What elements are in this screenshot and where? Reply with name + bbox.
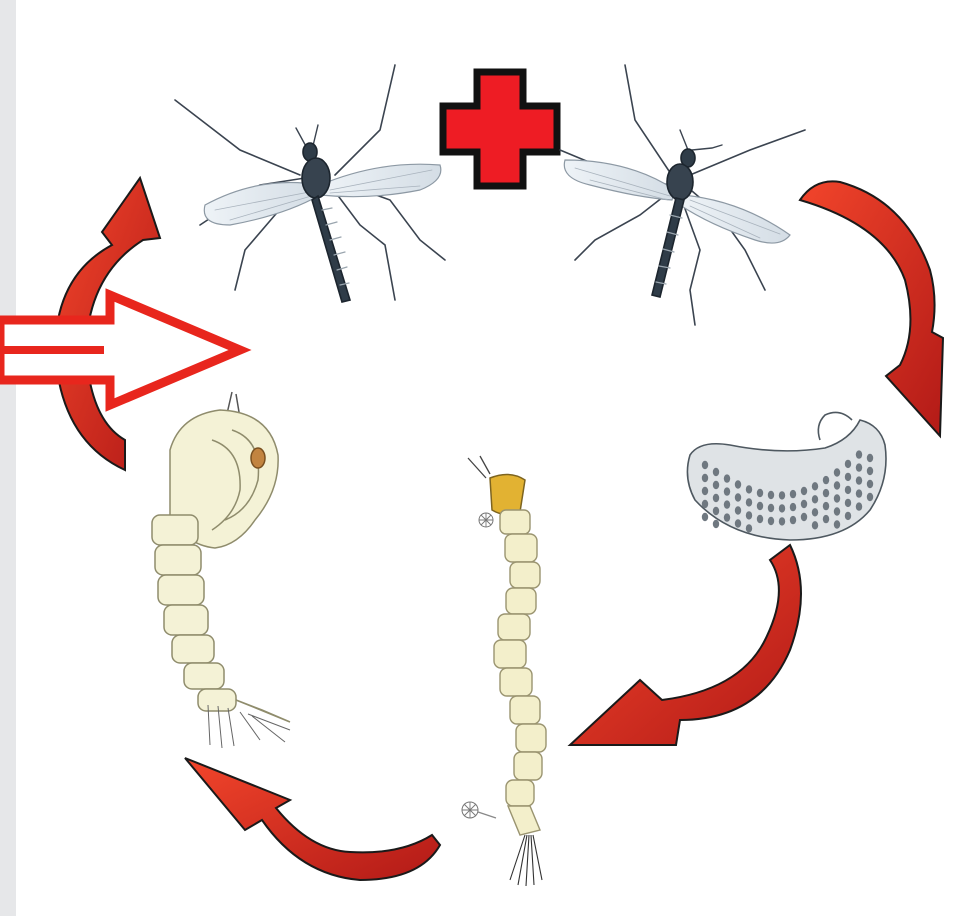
egg-dot [779,491,785,499]
outline-arrow-icon [0,295,240,405]
egg-dot [856,463,862,471]
egg-dot [713,507,719,515]
egg-dot [801,487,807,495]
egg-dot [768,491,774,499]
larva-icon [462,456,546,886]
egg-dot [768,517,774,525]
egg-dot [856,489,862,497]
mosquito-female-icon [560,65,805,325]
egg-dot [724,500,730,508]
egg-dot [790,490,796,498]
egg-dot [713,468,719,476]
egg-dot [856,476,862,484]
egg-dot [757,489,763,497]
egg-dot [812,508,818,516]
egg-dot [845,499,851,507]
egg-dot [702,500,708,508]
egg-dot [735,493,741,501]
egg-dot [790,503,796,511]
mosquito-male-icon [175,65,445,302]
egg-dot [823,476,829,484]
egg-dot [735,506,741,514]
red-plus-icon [443,72,557,186]
egg-dot [834,507,840,515]
arrow-egg-to-larva [570,545,801,745]
egg-dot [834,468,840,476]
pupa-icon [152,392,290,748]
egg-dot [790,516,796,524]
egg-dot [724,474,730,482]
arrow-larva-to-pupa [185,758,440,880]
egg-dot [812,495,818,503]
egg-dot [834,520,840,528]
egg-dot [856,450,862,458]
egg-dot [702,513,708,521]
egg-dot [779,504,785,512]
egg-dot [768,504,774,512]
egg-dot [735,480,741,488]
egg-dot [812,482,818,490]
egg-dot [713,520,719,528]
egg-dot [867,454,873,462]
egg-dot [812,521,818,529]
arrow-adult-to-egg [800,181,943,436]
egg-dot [702,461,708,469]
egg-dot [823,489,829,497]
egg-dot [834,494,840,502]
egg-dot [779,517,785,525]
egg-dot [702,474,708,482]
egg-dot [867,467,873,475]
egg-dot [823,515,829,523]
egg-dot [702,487,708,495]
egg-dot [746,524,752,532]
egg-dot [713,494,719,502]
egg-dot [746,498,752,506]
egg-dot [834,481,840,489]
egg-dot [801,500,807,508]
egg-dot [724,487,730,495]
egg-dot [845,473,851,481]
egg-dot [757,515,763,523]
egg-raft-icon [687,412,886,540]
egg-dot [845,512,851,520]
egg-dot [823,502,829,510]
egg-dot [746,485,752,493]
egg-dot [735,519,741,527]
egg-dot [856,502,862,510]
egg-dot [867,493,873,501]
page-edge [0,0,16,916]
egg-dot [845,460,851,468]
egg-dot [867,480,873,488]
egg-dot [724,513,730,521]
egg-dot [713,481,719,489]
egg-dot [757,502,763,510]
egg-dot [746,511,752,519]
egg-dot [801,513,807,521]
egg-dot [845,486,851,494]
